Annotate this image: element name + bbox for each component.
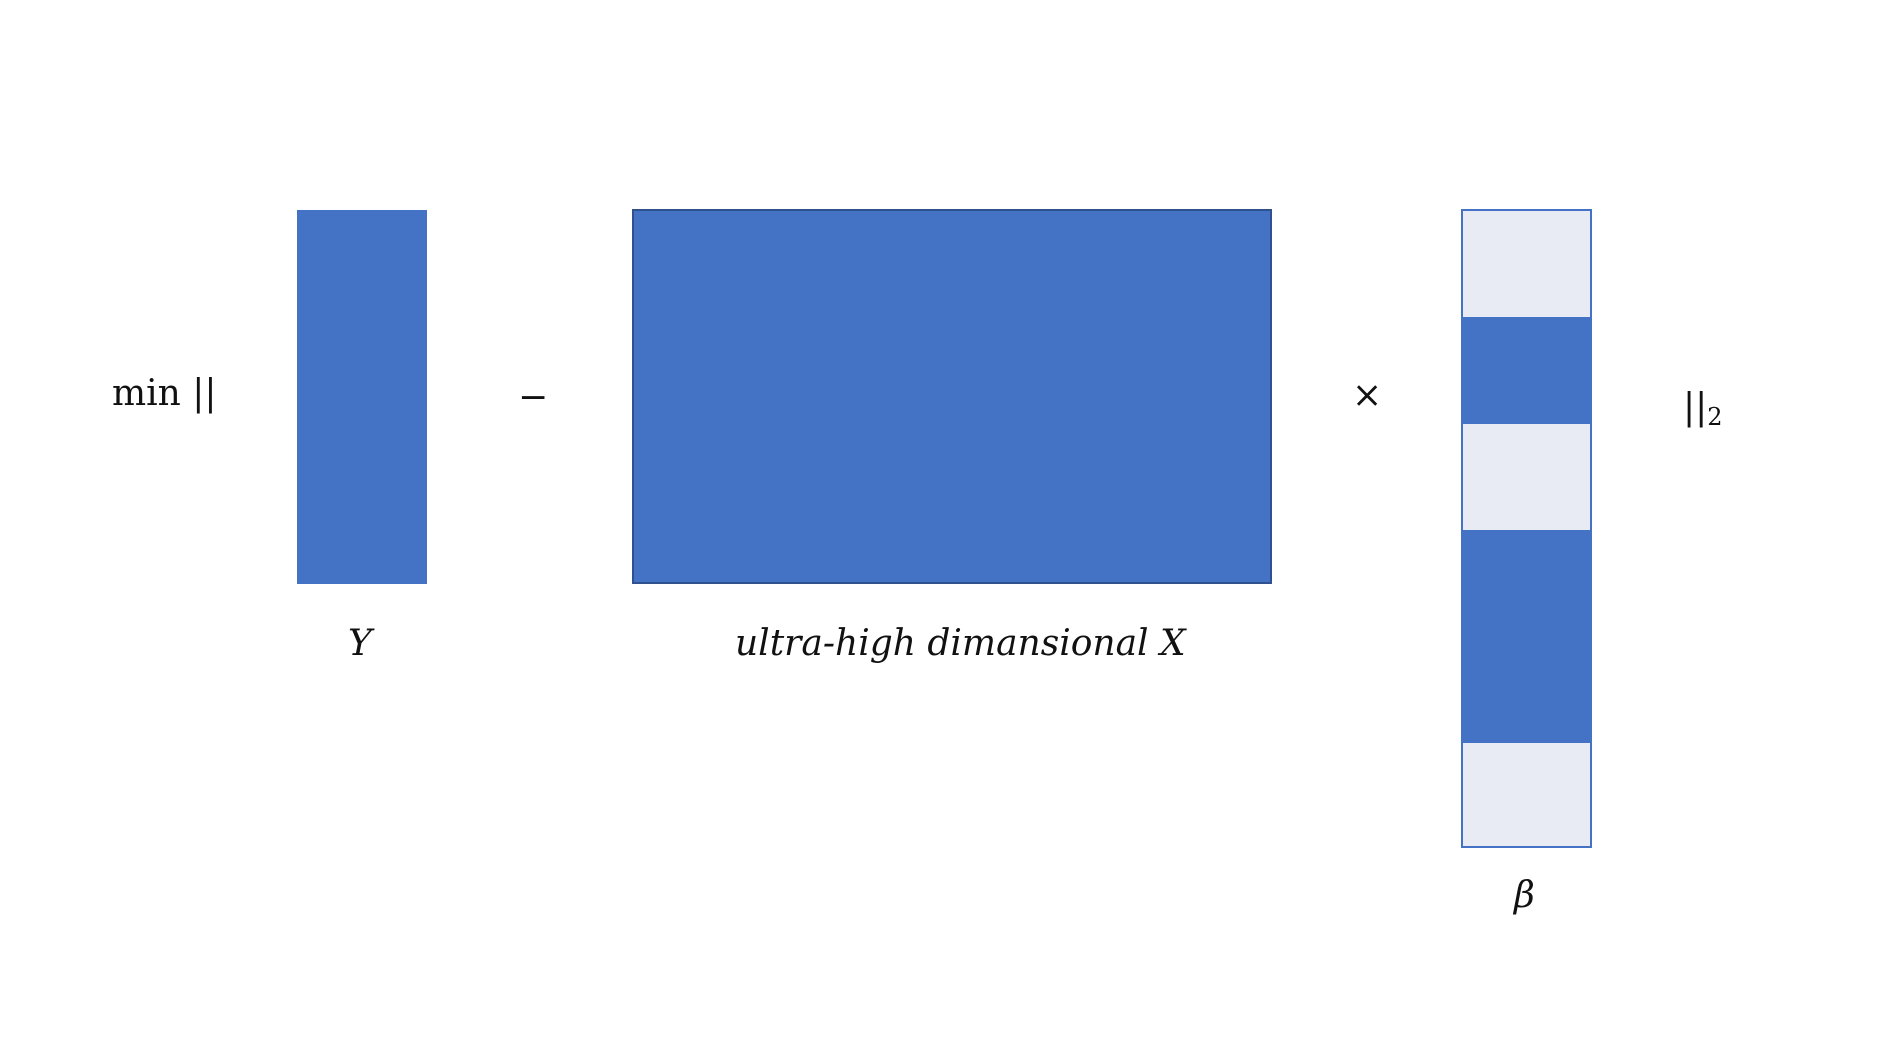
min-norm-open: min || bbox=[112, 373, 217, 414]
norm-subscript: 2 bbox=[1707, 403, 1723, 431]
beta-segment-zero bbox=[1463, 424, 1590, 530]
x-label: ultra-high dimansional X bbox=[735, 623, 1186, 664]
norm-close: ||2 bbox=[1683, 387, 1723, 431]
beta-label: β bbox=[1514, 875, 1535, 916]
beta-segment-nonzero bbox=[1463, 637, 1590, 743]
minus-operator: − bbox=[518, 377, 549, 418]
y-label: Y bbox=[348, 623, 372, 664]
x-matrix-block bbox=[632, 209, 1272, 584]
y-vector-block bbox=[297, 210, 427, 584]
beta-segment-nonzero bbox=[1463, 530, 1590, 637]
beta-segment-nonzero bbox=[1463, 317, 1590, 424]
times-operator: × bbox=[1352, 375, 1383, 416]
beta-vector-block bbox=[1461, 209, 1592, 848]
beta-segment-zero bbox=[1463, 211, 1590, 317]
beta-segment-zero bbox=[1463, 743, 1590, 846]
norm-close-bars: || bbox=[1683, 387, 1708, 428]
